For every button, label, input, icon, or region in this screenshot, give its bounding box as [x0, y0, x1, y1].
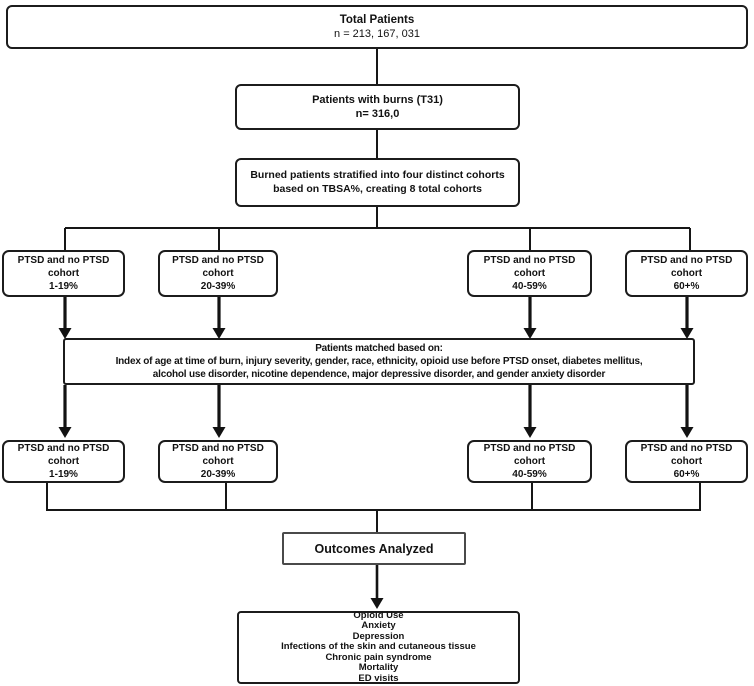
cohort-label: cohort: [670, 456, 703, 467]
arrow-into-final: [370, 564, 384, 609]
box-cohort-top-40-59: PTSD and no PTSD cohort 40-59%: [467, 250, 592, 297]
cohort-label: cohort: [513, 268, 546, 279]
cohort-label: cohort: [513, 456, 546, 467]
arrowhead-down-icon: [523, 427, 537, 438]
matching-line3: alcohol use disorder, nicotine dependenc…: [152, 369, 606, 381]
cohort-label: PTSD and no PTSD: [640, 255, 733, 266]
arrowhead-down-icon: [58, 328, 72, 339]
box-cohort-top-60plus: PTSD and no PTSD cohort 60+%: [625, 250, 748, 297]
cohort-label: PTSD and no PTSD: [17, 255, 110, 266]
box-cohort-bottom-1-19: PTSD and no PTSD cohort 1-19%: [2, 440, 125, 483]
cohort-range: 60+%: [673, 281, 700, 292]
box-outcomes-list: Opioid Use Anxiety Depression Infections…: [237, 610, 520, 684]
cohort-range: 60+%: [673, 469, 700, 480]
arrowhead-down-icon: [212, 427, 226, 438]
cohort-range: 40-59%: [512, 469, 547, 480]
box-cohort-top-1-19: PTSD and no PTSD cohort 1-19%: [2, 250, 125, 297]
box-stratification: Burned patients stratified into four dis…: [235, 158, 520, 207]
box-cohort-top-20-39: PTSD and no PTSD cohort 20-39%: [158, 250, 278, 297]
matching-line2: Index of age at time of burn, injury sev…: [115, 355, 643, 367]
cohort-range: 1-19%: [49, 281, 78, 292]
cohort-range: 20-39%: [200, 281, 236, 292]
outcome-item: Depression: [352, 630, 405, 642]
cohort-label: PTSD and no PTSD: [483, 255, 576, 266]
outcome-item: Infections of the skin and cutaneous tis…: [281, 641, 476, 653]
arrowhead-down-icon: [523, 328, 537, 339]
outcome-item: Mortality: [358, 662, 399, 674]
cohort-label: PTSD and no PTSD: [17, 443, 110, 454]
cohort-label: cohort: [47, 456, 80, 467]
stratification-line2: based on TBSA%, creating 8 total cohorts: [273, 182, 482, 195]
arrows-into-row2: [58, 385, 694, 438]
cohort-range: 40-59%: [512, 281, 547, 292]
cohort-label: PTSD and no PTSD: [172, 255, 264, 266]
arrowhead-down-icon: [680, 427, 694, 438]
cohort-range: 20-39%: [200, 469, 236, 480]
cohort-label: cohort: [670, 268, 703, 279]
outcome-item: Opioid Use: [353, 610, 404, 622]
cohort-label: PTSD and no PTSD: [172, 443, 264, 454]
outcomes-title: Outcomes Analyzed: [314, 541, 434, 556]
arrows-into-matched: [58, 297, 694, 339]
cohort-label: cohort: [47, 268, 80, 279]
box-cohort-bottom-60plus: PTSD and no PTSD cohort 60+%: [625, 440, 748, 483]
stratification-line1: Burned patients stratified into four dis…: [250, 169, 505, 181]
cohort-range: 1-19%: [49, 469, 78, 480]
outcome-item: Anxiety: [361, 620, 396, 632]
total-patients-count: n = 213, 167, 031: [334, 28, 420, 40]
matching-title: Patients matched based on:: [315, 342, 443, 354]
box-cohort-bottom-40-59: PTSD and no PTSD cohort 40-59%: [467, 440, 592, 483]
burns-count: n= 316,0: [355, 108, 400, 120]
burns-title: Patients with burns (T31): [312, 94, 443, 106]
total-patients-title: Total Patients: [339, 14, 415, 26]
box-cohort-bottom-20-39: PTSD and no PTSD cohort 20-39%: [158, 440, 278, 483]
box-matching-criteria: Patients matched based on: Index of age …: [63, 338, 695, 385]
arrowhead-down-icon: [212, 328, 226, 339]
arrowhead-down-icon: [58, 427, 72, 438]
outcome-item: ED visits: [358, 672, 399, 684]
arrowhead-down-icon: [680, 328, 694, 339]
box-total-patients: Total Patients n = 213, 167, 031: [6, 5, 748, 49]
cohort-label: PTSD and no PTSD: [640, 443, 733, 454]
outcome-item: Chronic pain syndrome: [325, 651, 432, 663]
arrowhead-down-icon: [370, 598, 384, 609]
box-patients-with-burns: Patients with burns (T31) n= 316,0: [235, 84, 520, 130]
box-outcomes-analyzed: Outcomes Analyzed: [282, 532, 466, 565]
cohort-label: cohort: [202, 456, 234, 467]
cohort-label: PTSD and no PTSD: [483, 443, 576, 454]
cohort-label: cohort: [202, 268, 234, 279]
